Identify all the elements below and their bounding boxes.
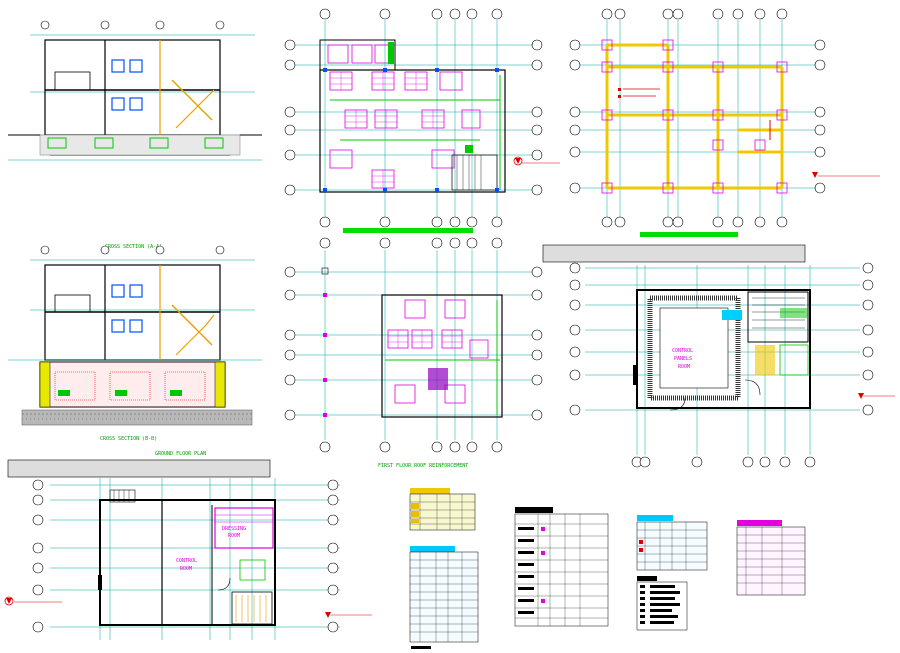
dressing-room-label-2: ROOM: [228, 533, 240, 539]
grid-bubbles: [32, 8, 874, 633]
control-room-label-1: CONTROL: [176, 558, 197, 564]
room-label-room: ROOM: [678, 364, 690, 370]
ground-floor-plan: DRESSING ROOM CONTROL ROOM: [4, 459, 372, 640]
cross-section-a: [8, 34, 262, 161]
first-floor-roof-plan: FIRST FLOOR ROOF REINFORCEMENT: [290, 250, 540, 469]
dressing-room-label-1: DRESSING: [222, 526, 246, 532]
room-label-panels: PANELS: [674, 356, 692, 362]
control-panels-room-plan: CONTROL PANELS ROOM: [542, 244, 895, 455]
title-first-floor-roof: FIRST FLOOR ROOF REINFORCEMENT: [378, 463, 468, 469]
title-cross-section-b: CROSS SECTION (B-B): [100, 436, 157, 442]
title-ground-floor-plan: GROUND FLOOR PLAN: [155, 451, 206, 457]
cross-section-b: CROSS SECTION (A-A) CROSS SECTION (B-B) …: [8, 244, 262, 457]
schedule-tables: [409, 488, 806, 649]
foundation-plan: [290, 20, 560, 233]
room-label-control: CONTROL: [672, 348, 693, 354]
control-room-label-2: ROOM: [180, 566, 192, 572]
column-layout-plan: [580, 20, 880, 237]
title-cross-section-a: CROSS SECTION (A-A): [105, 244, 162, 250]
